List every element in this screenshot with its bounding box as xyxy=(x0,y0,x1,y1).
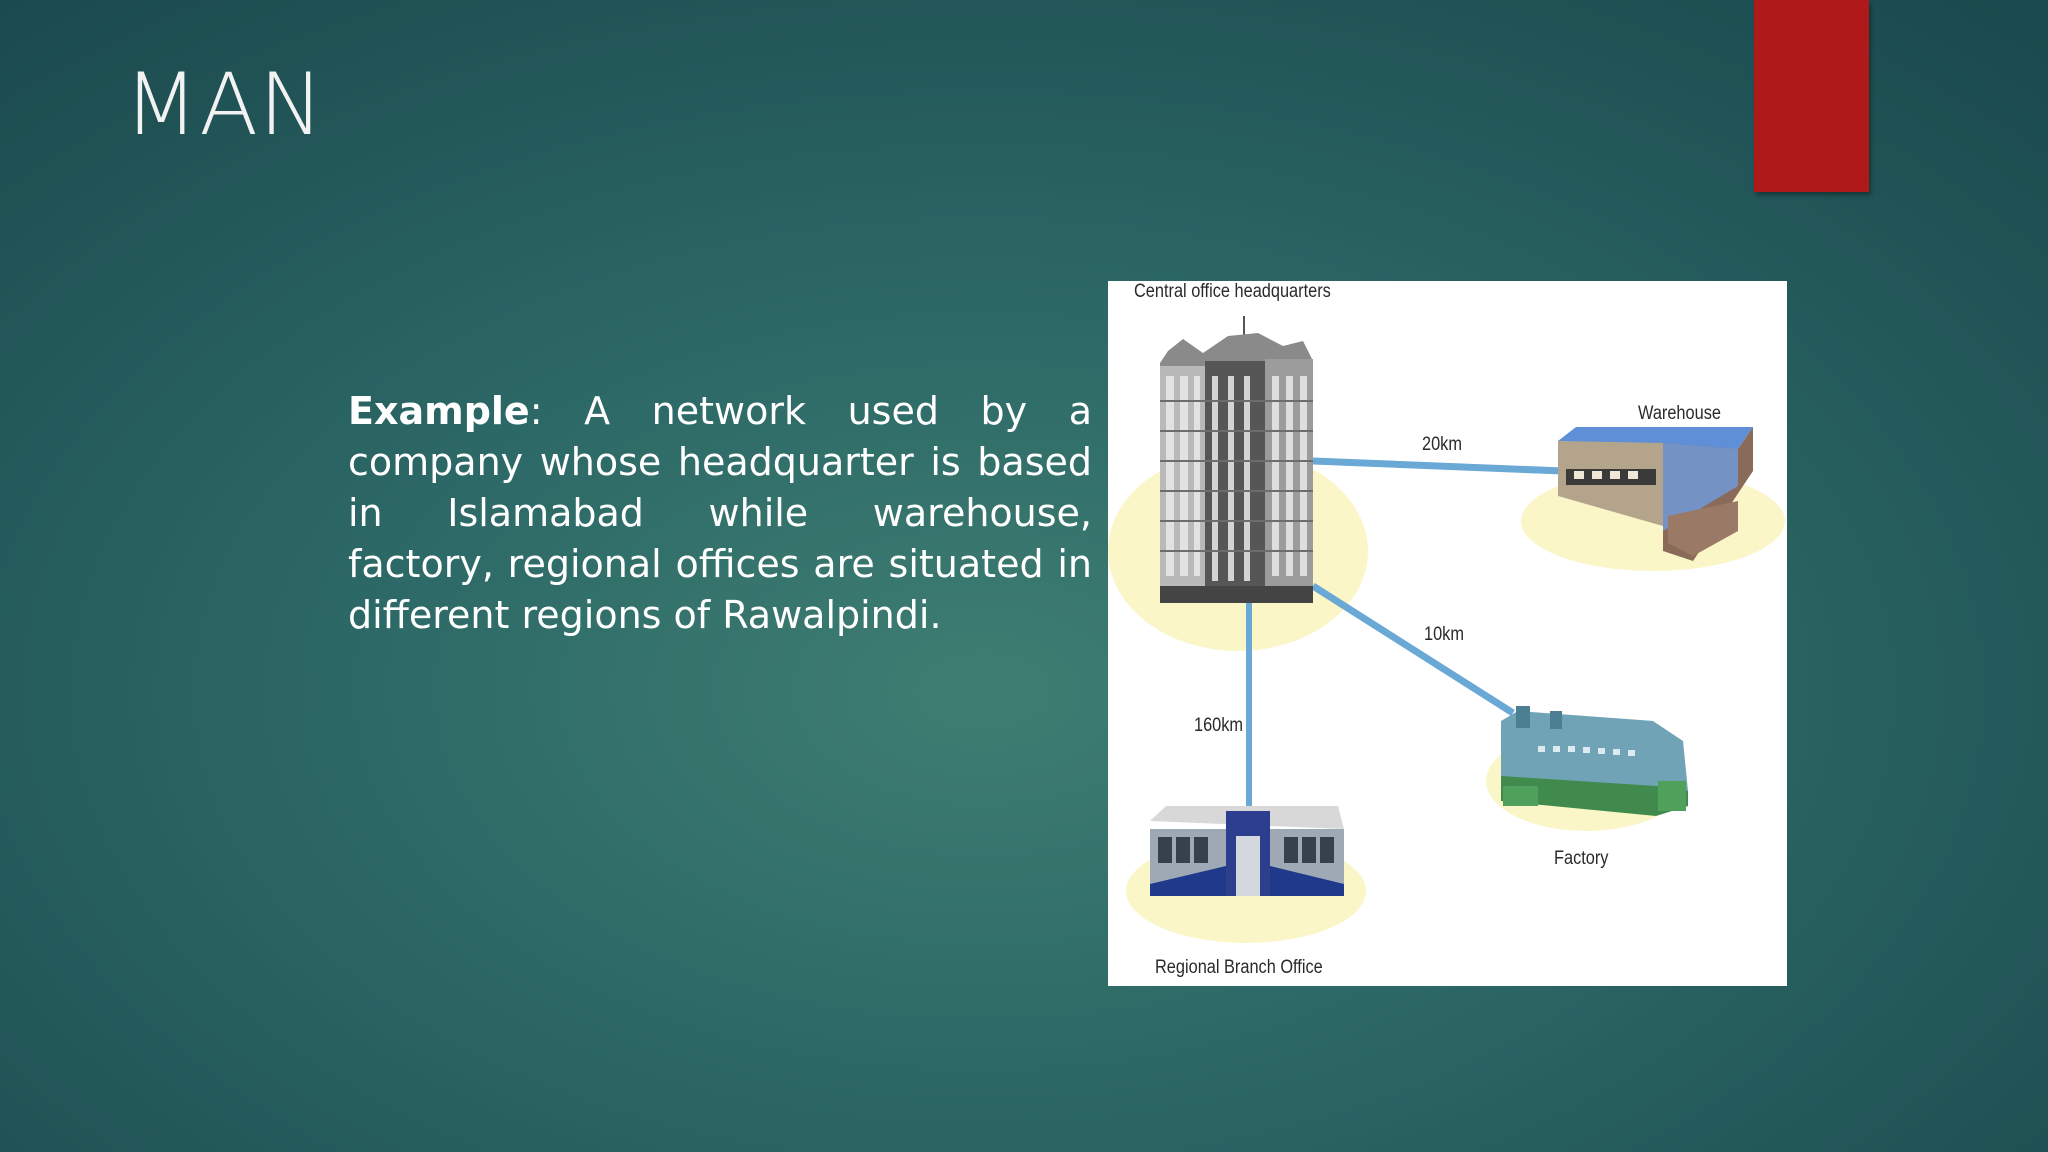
link-line-warehouse xyxy=(1312,457,1564,475)
regional-office-label: Regional Branch Office xyxy=(1155,957,1323,978)
headquarters-building-icon xyxy=(1160,316,1313,603)
factory-label: Factory xyxy=(1554,848,1609,869)
headquarters-label: Central office headquarters xyxy=(1134,281,1331,302)
man-network-diagram: Central office headquarters Warehouse Fa… xyxy=(1108,281,1787,986)
diagram-graphic xyxy=(1108,316,1785,943)
example-text: : A network used by a company whose head… xyxy=(348,389,1092,637)
accent-red-tab xyxy=(1754,0,1869,192)
regional-office-building-icon xyxy=(1150,806,1344,896)
example-label: Example xyxy=(348,389,530,433)
link-label-factory: 10km xyxy=(1424,624,1464,645)
warehouse-building-icon xyxy=(1558,427,1753,561)
slide-title: MAN xyxy=(124,55,325,155)
link-label-warehouse: 20km xyxy=(1422,434,1462,455)
warehouse-label: Warehouse xyxy=(1638,403,1721,424)
link-line-factory xyxy=(1311,583,1515,716)
example-paragraph: Example: A network used by a company who… xyxy=(348,386,1092,641)
link-label-regional: 160km xyxy=(1194,715,1244,736)
factory-building-icon xyxy=(1501,706,1688,816)
